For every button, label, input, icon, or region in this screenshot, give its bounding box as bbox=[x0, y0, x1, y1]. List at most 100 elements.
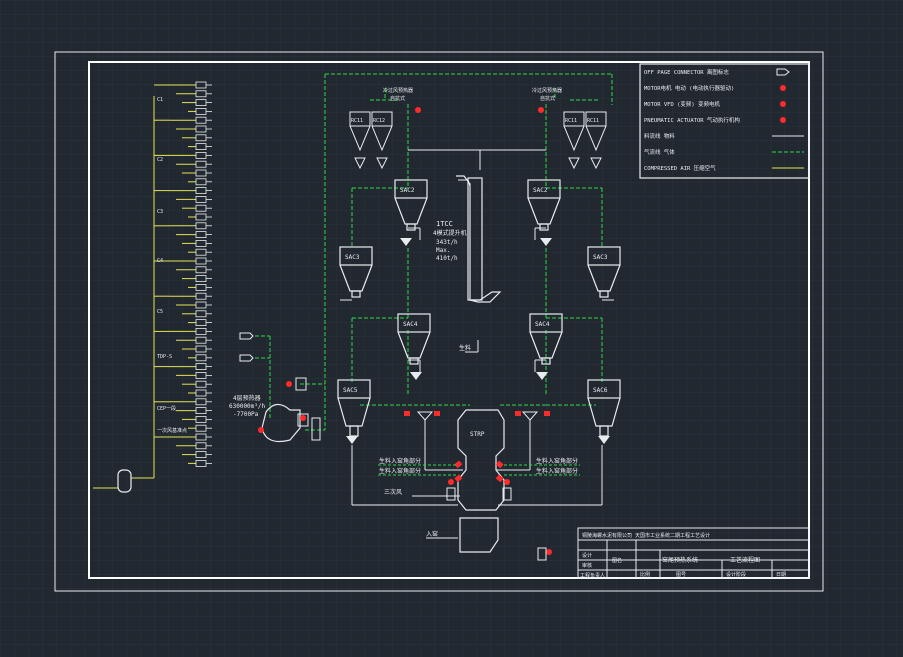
sheet-outer-border bbox=[54, 51, 824, 592]
title-scale: 比例 bbox=[640, 571, 650, 578]
fan-valve-indicator bbox=[286, 381, 292, 387]
legend-label: OFF PAGE CONNECTOR 离图标志 bbox=[644, 68, 729, 76]
cyclone-sac4-right[interactable] bbox=[529, 313, 563, 365]
title-drawing-no: 图号 bbox=[676, 572, 686, 578]
raw-meal-label: 生料 bbox=[459, 344, 471, 352]
smoke-chamber[interactable] bbox=[459, 517, 499, 553]
title-mid-label: 图名 bbox=[612, 557, 622, 564]
feed-label-leaders bbox=[378, 464, 580, 476]
cyclone-tag-sac5-left: SAC5 bbox=[343, 387, 358, 394]
legend-box bbox=[639, 63, 810, 179]
cyclone-sac2-left[interactable] bbox=[394, 179, 428, 231]
air-receiver-tank[interactable] bbox=[117, 469, 132, 493]
rotary-valve-group-right[interactable] bbox=[563, 111, 607, 170]
title-date: 日期 bbox=[776, 572, 786, 578]
material-lines bbox=[340, 149, 614, 539]
cyclone-tag-sac4-right: SAC4 bbox=[535, 321, 550, 328]
splitter-indicators bbox=[404, 411, 550, 483]
cyclone-sac5-left[interactable] bbox=[337, 379, 371, 437]
cyclone-tag-sac3-left: SAC3 bbox=[345, 254, 360, 261]
cyclone-tag-sac2-left: SAC2 bbox=[400, 187, 415, 194]
valve-tag-rc11-right-b: RC11 bbox=[587, 118, 599, 124]
legend-label: PNEUMATIC ACTUATOR 气动执行机构 bbox=[644, 116, 740, 124]
kiln-drive[interactable] bbox=[537, 547, 547, 561]
cyclone-tag-sac6-right: SAC6 bbox=[593, 387, 608, 394]
fan-note-2: 630000m³/h bbox=[229, 403, 266, 410]
damper-indicator-right bbox=[504, 479, 510, 485]
legend-label: 料流线 物料 bbox=[644, 132, 675, 140]
off-page-connector-upper[interactable] bbox=[239, 332, 254, 340]
legend-label: COMPRESSED AIR 压缩空气 bbox=[644, 164, 716, 172]
calciner-note-3: Max. bbox=[436, 247, 450, 254]
feed-label-right-2: 生料入窑角部分 bbox=[536, 467, 578, 475]
cyclone-tag-sac2-right: SAC2 bbox=[533, 187, 548, 194]
damper-indicator-left bbox=[448, 479, 454, 485]
title-label-review: 审核 bbox=[582, 562, 592, 569]
legend-label: MOTOR电机 电动 (电动执行器驱动) bbox=[644, 84, 734, 92]
cyclone-sac4-left[interactable] bbox=[397, 313, 431, 365]
title-label-engineer: 工程负责人 bbox=[580, 572, 605, 579]
valve-tag-rc12-left: RC12 bbox=[373, 118, 385, 124]
title-drawing: 工艺流程图 bbox=[730, 556, 760, 564]
group-label: TDP-S bbox=[157, 354, 172, 360]
gas-ducts bbox=[351, 74, 613, 406]
valve-tag-rc11-left: RC11 bbox=[351, 118, 363, 124]
cyclone-sac2-right[interactable] bbox=[527, 179, 561, 231]
compressed-air-bus bbox=[93, 84, 196, 489]
group-label: 一次风基准点 bbox=[157, 427, 187, 434]
valve-tag-rc11-right-a: RC11 bbox=[565, 118, 577, 124]
rotary-valve-group-left[interactable] bbox=[349, 111, 393, 170]
legend-motor-icon bbox=[780, 117, 786, 123]
kiln-motor-indicator bbox=[546, 549, 552, 555]
group-label: C2 bbox=[157, 157, 163, 163]
title-label-design: 设计 bbox=[582, 552, 592, 559]
feed-label-left-2: 生料入窑角部分 bbox=[379, 467, 421, 475]
title-block bbox=[577, 527, 810, 579]
flap-valves bbox=[346, 238, 610, 444]
tertiary-air-dampers[interactable] bbox=[446, 487, 512, 501]
group-label: C5 bbox=[157, 309, 163, 315]
note-top-right-2: 自抗式 bbox=[540, 95, 555, 102]
cyclone-sac3-right[interactable] bbox=[587, 246, 621, 298]
induced-draft-fan[interactable] bbox=[258, 377, 321, 443]
legend-motor-icon bbox=[780, 85, 786, 91]
group-label: C1 bbox=[157, 97, 163, 103]
note-top-left-1: 冷过风预热器 bbox=[383, 87, 413, 94]
calciner-note-2: 343t/h bbox=[436, 239, 458, 246]
fan-damper-indicator bbox=[300, 415, 306, 421]
legend-arrow-icon bbox=[776, 68, 790, 76]
group-label: CEP一段 bbox=[157, 405, 176, 412]
calciner-riser[interactable] bbox=[456, 175, 502, 303]
cyclone-tag-sac4-left: SAC4 bbox=[403, 321, 418, 328]
feed-label-left-1: 生料入窑角部分 bbox=[379, 457, 421, 465]
title-project: 铜陵海螺水泥有限公司 天国市工业系统二期工程工艺设计 bbox=[582, 532, 710, 539]
valve-indicator-left bbox=[415, 107, 421, 113]
fan-motor-indicator bbox=[258, 427, 264, 433]
kiln-inlet-tag: STRP bbox=[470, 431, 485, 438]
note-top-right-1: 冷过风预热器 bbox=[532, 87, 562, 94]
legend-label: MOTOR VFD (变频) 变频电机 bbox=[644, 100, 721, 108]
tertiary-air-label: 三次风 bbox=[384, 488, 402, 496]
sheet-inner-border bbox=[88, 61, 810, 579]
fan-note-1: 4层预热器 bbox=[233, 394, 261, 402]
title-system: 窑尾预热系统 bbox=[662, 556, 698, 564]
calciner-tag: 1TCC bbox=[436, 220, 453, 228]
kiln-inlet-riser[interactable] bbox=[457, 409, 505, 511]
legend-label: 气流线 气体 bbox=[644, 148, 675, 156]
title-stage: 设计阶段 bbox=[726, 571, 746, 578]
calciner-note-1: 4模式提升机 bbox=[433, 229, 467, 237]
calciner-note-4: 410t/h bbox=[436, 255, 458, 262]
group-label: C3 bbox=[157, 209, 163, 215]
cyclone-sac3-left[interactable] bbox=[339, 246, 373, 298]
cyclone-tag-sac3-right: SAC3 bbox=[593, 254, 608, 261]
fan-note-3: -7700Pa bbox=[233, 411, 259, 418]
signal-block-column bbox=[195, 81, 212, 467]
kiln-in-label: 入窑 bbox=[426, 530, 438, 538]
fan-piping bbox=[255, 73, 612, 431]
note-top-left-2: 自抗式 bbox=[390, 95, 405, 102]
off-page-connector-lower[interactable] bbox=[239, 354, 254, 362]
splitter-valves[interactable] bbox=[416, 411, 539, 421]
valve-indicator-right bbox=[538, 107, 544, 113]
